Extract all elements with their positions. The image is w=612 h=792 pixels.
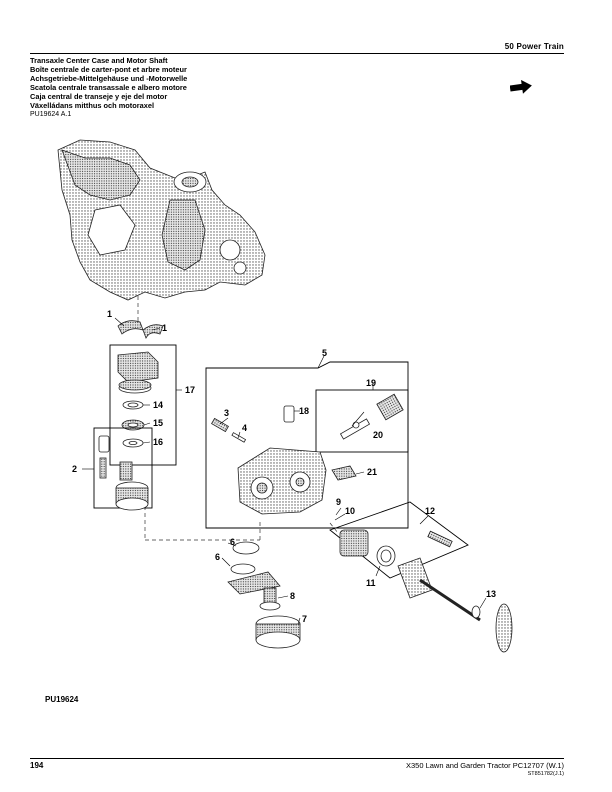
title-swedish: Växelládans mitthus och motoraxel (30, 101, 155, 110)
title-french: Boîte centrale de carter-pont et arbre m… (30, 65, 187, 74)
callout-7: 7 (302, 614, 307, 624)
footer-code: ST851782(J.1) (527, 771, 564, 777)
title-spanish: Caja central de transeje y eje del motor (30, 92, 168, 101)
callout-5: 5 (322, 348, 327, 358)
callout-2: 2 (72, 464, 77, 474)
callout-leaders (82, 317, 487, 625)
callout-21: 21 (367, 467, 377, 477)
title-german: Achsgetriebe-Mittelgehäuse und -Motorwel… (30, 74, 188, 83)
callout-18: 18 (299, 406, 309, 416)
header-rule (30, 53, 564, 54)
kit-outline-12 (329, 501, 469, 579)
callout-4: 4 (242, 423, 247, 433)
title-english: Transaxle Center Case and Motor Shaft (30, 56, 168, 65)
callout-11: 11 (366, 578, 376, 588)
callout-17: 17 (185, 385, 195, 395)
title-italian: Scatola centrale transassale e albero mo… (30, 83, 187, 92)
title-block: Transaxle Center Case and Motor Shaft Bo… (30, 56, 187, 110)
center-case (211, 393, 404, 515)
callout-3: 3 (224, 408, 229, 418)
loose-parts (227, 541, 301, 649)
callout-1b: 1 (162, 323, 167, 333)
motor-parts (339, 529, 513, 653)
right-arrow-icon (510, 80, 532, 94)
figure-reference: PU19624 A.1 (30, 111, 72, 118)
figure-id: PU19624 (45, 695, 79, 704)
callout-6a: 6 (230, 537, 235, 547)
callout-8: 8 (290, 591, 295, 601)
check-valve-parts (98, 435, 149, 511)
callout-12: 12 (425, 506, 435, 516)
bearing-kit-parts (117, 351, 159, 448)
transaxle-case (57, 139, 266, 301)
dashed-leader-lines (137, 296, 339, 541)
bushing-halves (117, 320, 164, 339)
kit-outline-17 (109, 344, 177, 466)
section-header: 50 Power Train (504, 42, 564, 51)
footer-title: X350 Lawn and Garden Tractor PC12707 (W.… (405, 761, 564, 770)
page-number: 194 (30, 761, 44, 770)
footer-rule (30, 758, 564, 759)
callout-15: 15 (153, 418, 163, 428)
callout-10: 10 (345, 506, 355, 516)
callout-20: 20 (373, 430, 383, 440)
callout-13: 13 (486, 589, 496, 599)
callout-16: 16 (153, 437, 163, 447)
callout-14: 14 (153, 400, 163, 410)
callout-9: 9 (336, 497, 341, 507)
kit-outline-19 (315, 389, 409, 453)
callout-6b: 6 (215, 552, 220, 562)
callout-19: 19 (366, 378, 376, 388)
callout-1a: 1 (107, 309, 112, 319)
